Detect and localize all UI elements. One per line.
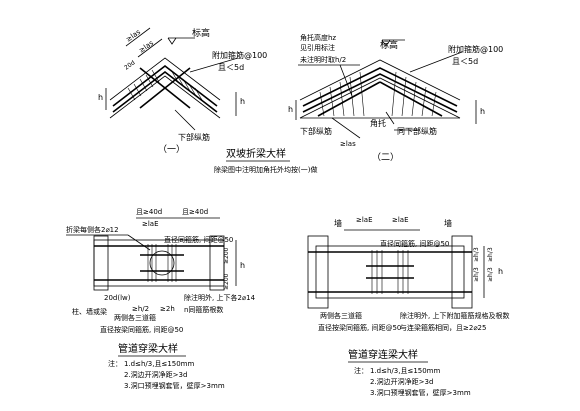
label-stirrup-spacing-2: 直径按梁同箍筋, 间距@50 xyxy=(100,325,183,334)
dim-h-left: h xyxy=(98,93,103,102)
beam2-outline-top xyxy=(299,59,461,101)
wall-right xyxy=(451,235,473,309)
cross-bar-b xyxy=(139,67,191,109)
dim-2h: ≥2h xyxy=(160,305,175,313)
haunch-bar-a xyxy=(317,81,381,117)
beam-outline-inner xyxy=(109,75,221,119)
dim-h2-left: h xyxy=(288,105,293,114)
label-extra-stirrup-limit-2: 且＜5d xyxy=(452,57,478,66)
rebar-top xyxy=(112,64,218,107)
dim-h3-b: ≥h/3 xyxy=(473,267,480,282)
dim-h-coupling: h xyxy=(498,267,503,276)
beam-body xyxy=(93,239,225,287)
br-note-head: 注： xyxy=(354,366,368,375)
label-stirrup-spacing-br: 直径同箍筋, 间距@50 xyxy=(380,239,449,248)
pipe-through-coupling-beam: 墙 墙 ≥laE ≥laE 直径同箍筋, 间距@50 两侧各三道箍 直径按梁同箍… xyxy=(307,216,509,397)
dim-lae-2: ≥laE xyxy=(392,216,409,224)
stirrups-2 xyxy=(319,71,437,117)
label-elevation: 标高 xyxy=(192,27,210,39)
top-title: 双坡折梁大样 xyxy=(226,147,286,160)
label-wall-left: 墙 xyxy=(334,218,342,228)
bl-title: 管道穿梁大样 xyxy=(118,342,178,355)
dim-20d-lw: 20d(lw) xyxy=(104,294,131,302)
dim-h3-a: ≥h/3 xyxy=(473,247,480,262)
label-extra-stirrup-limit: 且＜5d xyxy=(218,63,244,72)
dim-h3-d: ≥h/3 xyxy=(487,267,494,282)
dim-h2: ≥h/2 xyxy=(132,305,149,313)
dim-h2-right: h xyxy=(480,107,485,116)
dim-lae-1: ≥laE xyxy=(356,216,373,224)
label-extra-bars: 除注明外, 上下各2⌀14 xyxy=(184,293,256,302)
dim-las-2: ≥las xyxy=(138,39,156,55)
dim-h-right: h xyxy=(240,97,245,106)
label-haunch-ref: 见引用标注 xyxy=(300,43,335,52)
bl-note-3: 3.洞口预埋钢套管，壁厚>3mm xyxy=(124,381,225,390)
bl-note-head: 注： xyxy=(108,359,122,368)
bl-note-2: 2.洞边开洞净距>3d xyxy=(124,370,187,379)
dim-h-beam: h xyxy=(240,261,245,270)
label-elevation-2: 标高 xyxy=(380,39,398,51)
label-same-as-coupling: 与连梁箍筋相同，且≥2⌀25 xyxy=(400,323,486,332)
dim-las-1: ≥las xyxy=(125,28,143,44)
label-fold-bars: 折梁每侧各2⌀12 xyxy=(66,225,119,234)
beam2-outline-mid xyxy=(299,77,461,119)
rebar2-top xyxy=(302,67,458,107)
fold-beam-detail-2: 角托高度hz 见引用标注 未注明时取h/2 标高 附加箍筋@100 且＜5d 角… xyxy=(288,33,503,163)
br-note-2: 2.洞边开洞净距>3d xyxy=(370,377,433,386)
column-right xyxy=(209,235,225,291)
dim-20d: 20d xyxy=(123,59,137,71)
label-bottom-rebar: 下部纵筋 xyxy=(178,132,210,142)
dim-40d-a: 且≥40d xyxy=(136,208,162,216)
fold-beam-detail-1: ≥las ≥las 20d 标高 附加箍筋@100 且＜5d 下部纵筋 h h … xyxy=(98,27,267,155)
label-haunch-default: 未注明时取h/2 xyxy=(300,55,346,64)
bl-note-1: 1.d≤h/3,且≤150mm xyxy=(124,360,195,368)
stirrups-1 xyxy=(127,69,203,101)
label-bottom-rebar-2: 下部纵筋 xyxy=(300,126,332,136)
column-left xyxy=(93,235,109,291)
label-wall-right: 墙 xyxy=(444,218,452,228)
label-haunch-height: 角托高度hz xyxy=(300,33,336,42)
br-title: 管道穿连梁大样 xyxy=(348,348,418,361)
label-stirrup-spacing: 直径同箍筋, 间距@50 xyxy=(164,235,233,244)
pipe-through-beam: 且≥40d 且≥40d ≥laE 折梁每侧各2⌀12 直径同箍筋, 间距@50 … xyxy=(66,208,256,390)
caption-1: （一） xyxy=(158,144,185,155)
dim-lae: ≥laE xyxy=(142,220,159,228)
label-three-stirrups: 两侧各三道箍 xyxy=(114,313,156,322)
dim-40d-b: 且≥40d xyxy=(182,208,208,216)
label-extra-bars-br: 除注明外, 上下附加箍筋规格及根数 xyxy=(400,311,509,320)
label-same-bottom: 同下部纵筋 xyxy=(397,126,437,136)
beam-outline-top xyxy=(109,57,221,101)
coupling-hole-stirrups xyxy=(366,250,414,294)
caption-2: （二） xyxy=(372,152,399,163)
label-column-wall: 柱、墙或梁 xyxy=(72,307,107,316)
wall-left xyxy=(307,235,329,309)
label-three-stirrups-br: 两侧各三道箍 xyxy=(320,311,362,320)
br-note-3: 3.洞口预埋钢套管，壁厚>3mm xyxy=(370,388,471,397)
label-extra-stirrup: 附加箍筋@100 xyxy=(212,50,267,60)
rebar2-bottom xyxy=(302,73,458,113)
dim-las-3: ≥las xyxy=(340,140,356,148)
label-extra-stirrup-2: 附加箍筋@100 xyxy=(448,44,503,54)
dim-h3-c: ≥h/3 xyxy=(487,247,494,262)
label-haunch: 角托 xyxy=(370,118,386,128)
dim-200-b: ≥200 xyxy=(223,273,230,290)
label-n-stirrups: n同箍筋根数 xyxy=(184,305,223,314)
coupling-beam-body xyxy=(315,245,465,299)
top-note: 除梁图中注明加角托外均按(一)做 xyxy=(214,165,317,174)
pipe-hole xyxy=(149,250,175,276)
haunch-bar-b xyxy=(379,81,443,117)
dim-200-a: ≥200 xyxy=(223,247,230,264)
rebar-bottom xyxy=(112,70,218,113)
br-note-1: 1.d≤h/3,且≤150mm xyxy=(370,367,441,375)
hole-stirrups xyxy=(140,244,184,282)
label-stirrup-spacing-br-2: 直径按梁同箍筋, 间距@50 xyxy=(318,323,401,332)
